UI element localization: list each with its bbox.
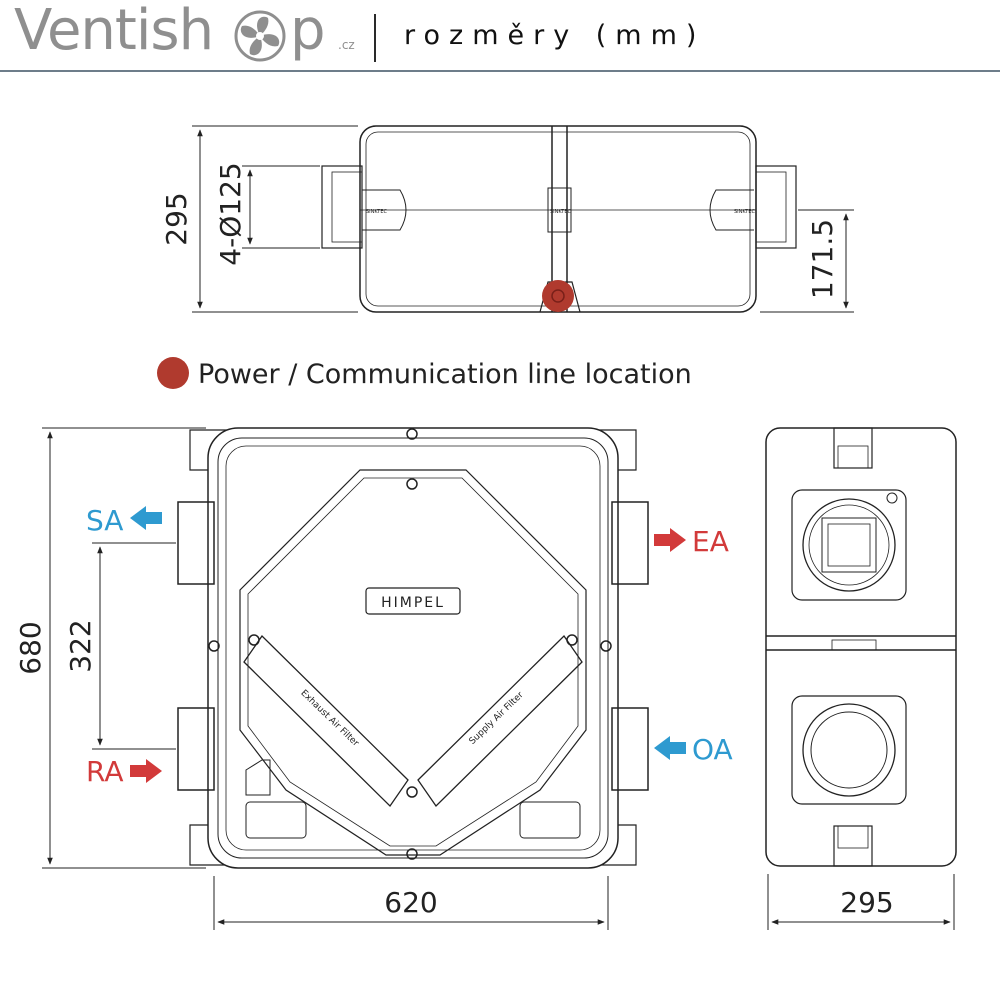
brand-logo-tail: p (290, 0, 326, 63)
sa-arrow-icon (130, 506, 162, 530)
brand-tld: .cz (338, 38, 355, 52)
brand-logo-text: Ventish (14, 0, 214, 63)
oa-label: OA (692, 733, 733, 766)
ra-label: RA (86, 755, 123, 788)
header-rule (0, 70, 1000, 72)
header-divider (374, 14, 376, 62)
header: Ventish p .cz rozměry (mm) (0, 0, 1000, 72)
dim-duct-diameter: 4-Ø125 (214, 162, 247, 265)
ra-arrow-icon (130, 759, 162, 783)
power-line-marker (542, 280, 574, 312)
power-line-marker-ring (551, 289, 565, 303)
dim-duct-lines (242, 165, 320, 249)
dim-295-lines (192, 125, 358, 313)
top-label-left: SINKTEC (366, 209, 387, 215)
ra-port: RA (86, 755, 162, 788)
ea-label: EA (692, 525, 729, 558)
dim-side-lines (767, 874, 955, 930)
sa-port: SA (86, 504, 162, 537)
dim-620-lines (213, 876, 609, 930)
front-logo: HIMPEL (381, 595, 445, 611)
ea-port: EA (654, 525, 729, 558)
dim-front-height: 680 (14, 621, 47, 674)
fan-logo-icon (234, 10, 286, 62)
page-title: rozměry (mm) (404, 20, 706, 51)
dim-680-lines (42, 427, 206, 869)
front-view: HIMPEL Exhaust Air Filter Supply Air Fil… (14, 427, 733, 930)
side-view-body (765, 427, 957, 867)
legend: Power / Communication line location (157, 357, 692, 390)
dim-offset-lines (760, 209, 854, 313)
side-view: 295 (765, 427, 957, 930)
legend-marker-icon (157, 357, 189, 389)
top-label-mid: SINKTEC (550, 209, 571, 215)
dim-top-offset: 171.5 (806, 219, 839, 299)
dim-322-lines (92, 542, 176, 750)
sa-label: SA (86, 504, 123, 537)
top-view: SINKTEC SINKTEC SINKTEC 295 4-Ø125 171.5 (160, 125, 854, 313)
oa-arrow-icon (654, 736, 686, 760)
dim-port-spacing: 322 (64, 619, 97, 672)
legend-text: Power / Communication line location (198, 359, 692, 390)
dim-front-width: 620 (384, 886, 437, 919)
front-view-body (177, 427, 649, 869)
oa-port: OA (654, 733, 733, 766)
top-view-body (321, 125, 797, 313)
dim-side-depth: 295 (840, 886, 893, 919)
ea-arrow-icon (654, 528, 686, 552)
top-label-right: SINKTEC (734, 209, 755, 215)
dim-top-height: 295 (160, 192, 193, 245)
